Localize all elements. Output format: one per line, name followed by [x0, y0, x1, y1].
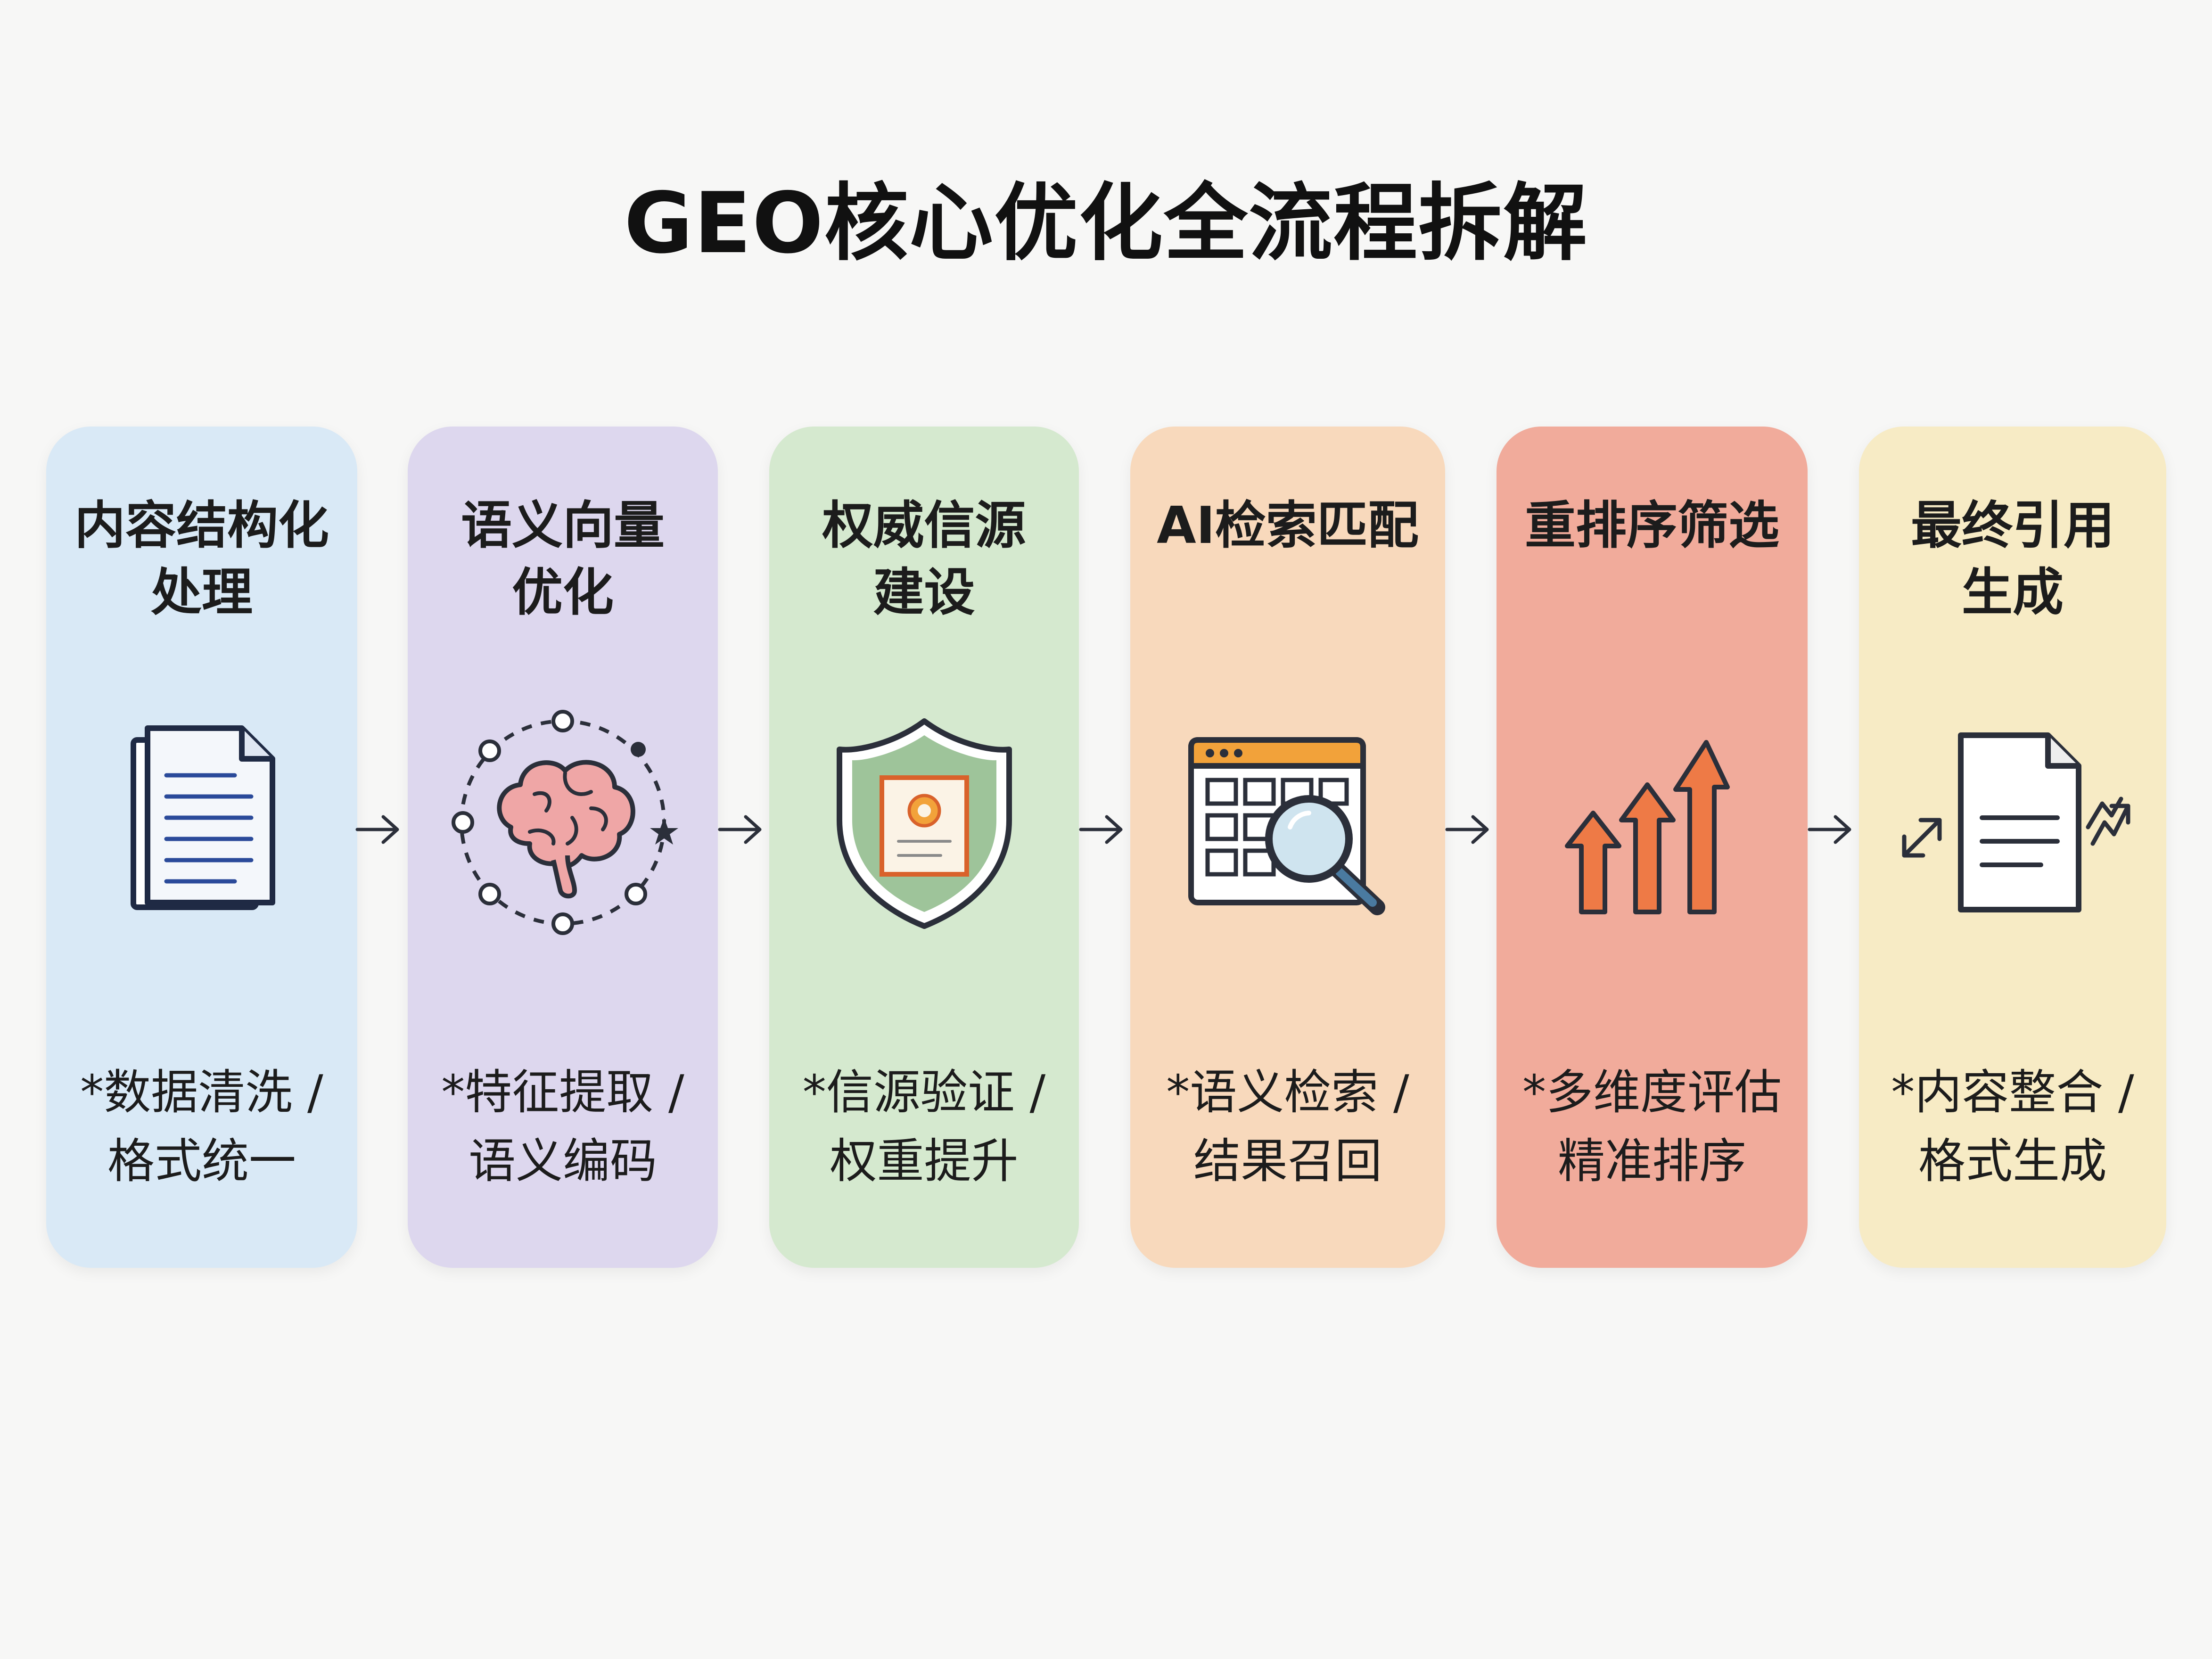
document-icon [79, 700, 324, 945]
page-title: GEO核心优化全流程拆解 [624, 174, 1588, 272]
step-title: 语义向量 优化 [460, 496, 665, 622]
step-title: 重排序筛选 [1524, 496, 1779, 555]
step-card-authority-sources: 权威信源 建设 *信源验证 / 权重提升 [769, 427, 1079, 1268]
grid-search-icon [1165, 700, 1410, 945]
step-title: 权威信源 建设 [822, 496, 1026, 622]
step-card-semantic-vector: 语义向量 优化 *特征提取 / 语义编码 [408, 427, 718, 1268]
step-description: *内容整合 / 格式生成 [1891, 1065, 2134, 1189]
flow-arrow-icon [1442, 808, 1494, 851]
step-title: AI检索匹配 [1157, 496, 1419, 555]
flow-arrow-icon [1805, 808, 1857, 851]
brain-network-icon [440, 700, 685, 945]
step-description: *多维度评估 精准排序 [1522, 1065, 1782, 1189]
flow-arrow-icon [715, 808, 767, 851]
step-card-ai-retrieval: AI检索匹配 *语义检索 / 结果召回 [1130, 427, 1445, 1268]
step-description: *语义检索 / 结果召回 [1166, 1065, 1409, 1189]
shield-certificate-icon [802, 700, 1047, 945]
flow-arrow-icon [1076, 808, 1128, 851]
step-title: 内容结构化 处理 [74, 496, 329, 622]
flow-arrow-icon [353, 808, 404, 851]
document-arrows-icon [1890, 700, 2135, 945]
step-description: *信源验证 / 权重提升 [802, 1065, 1046, 1189]
step-description: *特征提取 / 语义编码 [441, 1065, 684, 1189]
step-description: *数据清洗 / 格式统一 [80, 1065, 323, 1189]
step-card-content-structuring: 内容结构化 处理 *数据清洗 / 格式统一 [46, 427, 357, 1268]
step-card-final-citation: 最终引用 生成 *内容整合 / 格式生成 [1859, 427, 2166, 1268]
step-title: 最终引用 生成 [1910, 496, 2114, 622]
step-card-reranking: 重排序筛选 *多维度评估 精准排序 [1497, 427, 1808, 1268]
rising-arrows-icon [1529, 700, 1775, 945]
